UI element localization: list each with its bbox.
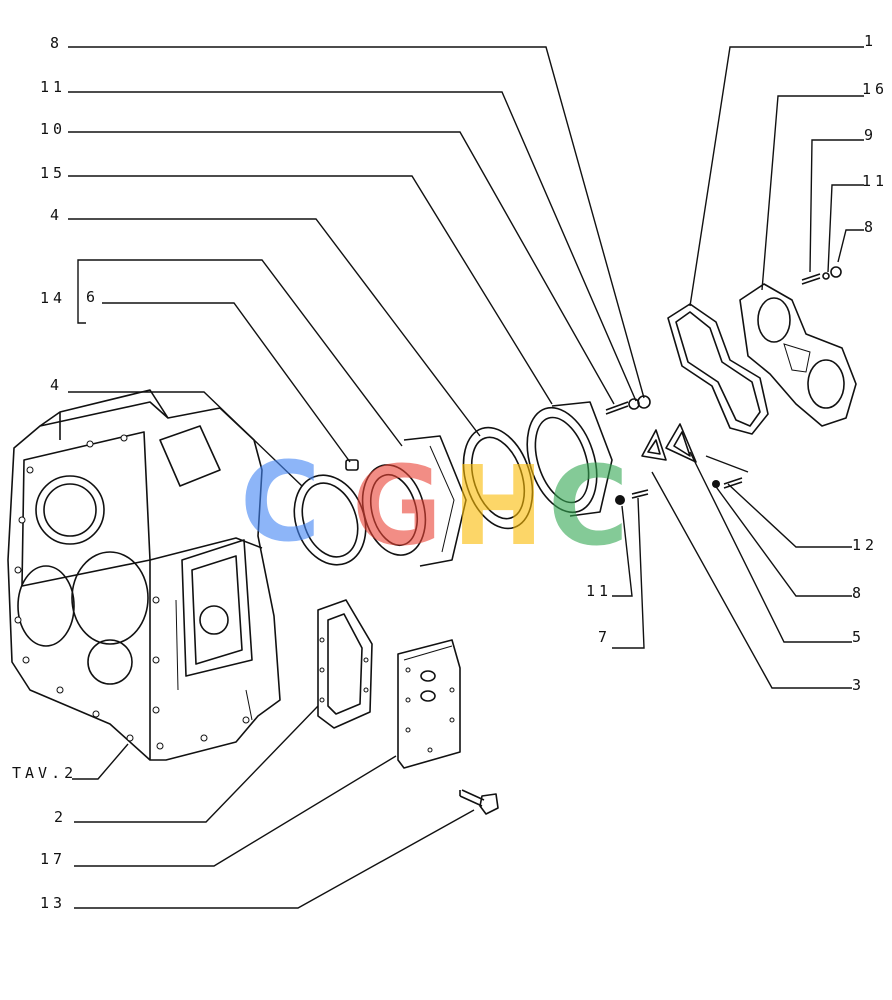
callout-labels: 8 11 10 15 4 14 6 4 1 16 9 11 8 12 8 5 3… [12,32,888,912]
leader-6 [102,302,351,463]
label-11-right: 11 [862,172,888,190]
label-11-lower: 11 [586,582,612,600]
leader-5 [689,451,852,643]
leader-4-mid [68,391,303,487]
leader-lines [68,46,864,909]
label-9: 9 [864,126,877,144]
leader-15 [68,175,553,405]
label-5: 5 [852,628,865,646]
leader-12 [727,483,852,548]
label-6: 6 [86,288,99,306]
label-8-top: 8 [50,34,63,52]
leader-1 [689,46,864,307]
part-16-cover [739,283,857,427]
label-3: 3 [852,676,865,694]
label-8-lower: 8 [852,584,865,602]
leader-16 [761,95,864,291]
watermark-letter-4: C [548,442,629,570]
label-17: 17 [40,850,66,868]
watermark-logo: C G H C [240,438,629,570]
leader-8-top [68,46,645,399]
leader-8-right [837,229,864,263]
label-15: 15 [40,164,66,182]
label-14: 14 [40,289,66,307]
label-4-top: 4 [50,206,63,224]
leader-9 [809,139,864,273]
label-tav2: TAV.2 [12,764,77,782]
leader-11-lower [612,505,633,597]
label-4-mid: 4 [50,376,63,394]
label-7: 7 [598,628,611,646]
small-hardware [605,266,842,505]
leader-7 [612,497,645,649]
label-16: 16 [862,80,888,98]
label-13: 13 [40,894,66,912]
watermark-letter-1: C [240,438,321,566]
watermark-letter-2: G [352,442,442,570]
label-1: 1 [864,32,877,50]
part-14-bearing-housing [361,435,467,567]
part-17-cover-plate [397,639,461,769]
leader-14 [86,259,403,447]
label-12: 12 [852,536,878,554]
leader-4-top [68,218,481,437]
gearbox-housing [7,389,281,761]
leader-17 [74,755,397,867]
part-13-bolt [459,789,499,815]
leader-2 [74,705,319,823]
leader-5-tail [705,455,749,473]
part-6-dowel [345,459,359,471]
leader-14-bracket [77,259,86,324]
leader-tav2 [72,743,129,780]
part-15-flange [526,401,613,517]
part-4-gasket-ring-lower [293,474,367,566]
leader-13 [74,809,475,909]
label-11-top: 11 [40,78,66,96]
label-8-right: 8 [864,218,877,236]
part-4-gasket-ring-upper [462,426,534,530]
label-2: 2 [54,808,67,826]
leader-3 [651,471,852,689]
leader-11-top [68,91,637,402]
leader-8-lower [713,483,852,597]
leader-11-right [827,184,864,273]
watermark-letter-3: H [452,442,544,570]
leader-10 [68,131,615,405]
label-10: 10 [40,120,66,138]
part-2-gasket [317,599,373,729]
part-1-gasket [667,303,769,435]
